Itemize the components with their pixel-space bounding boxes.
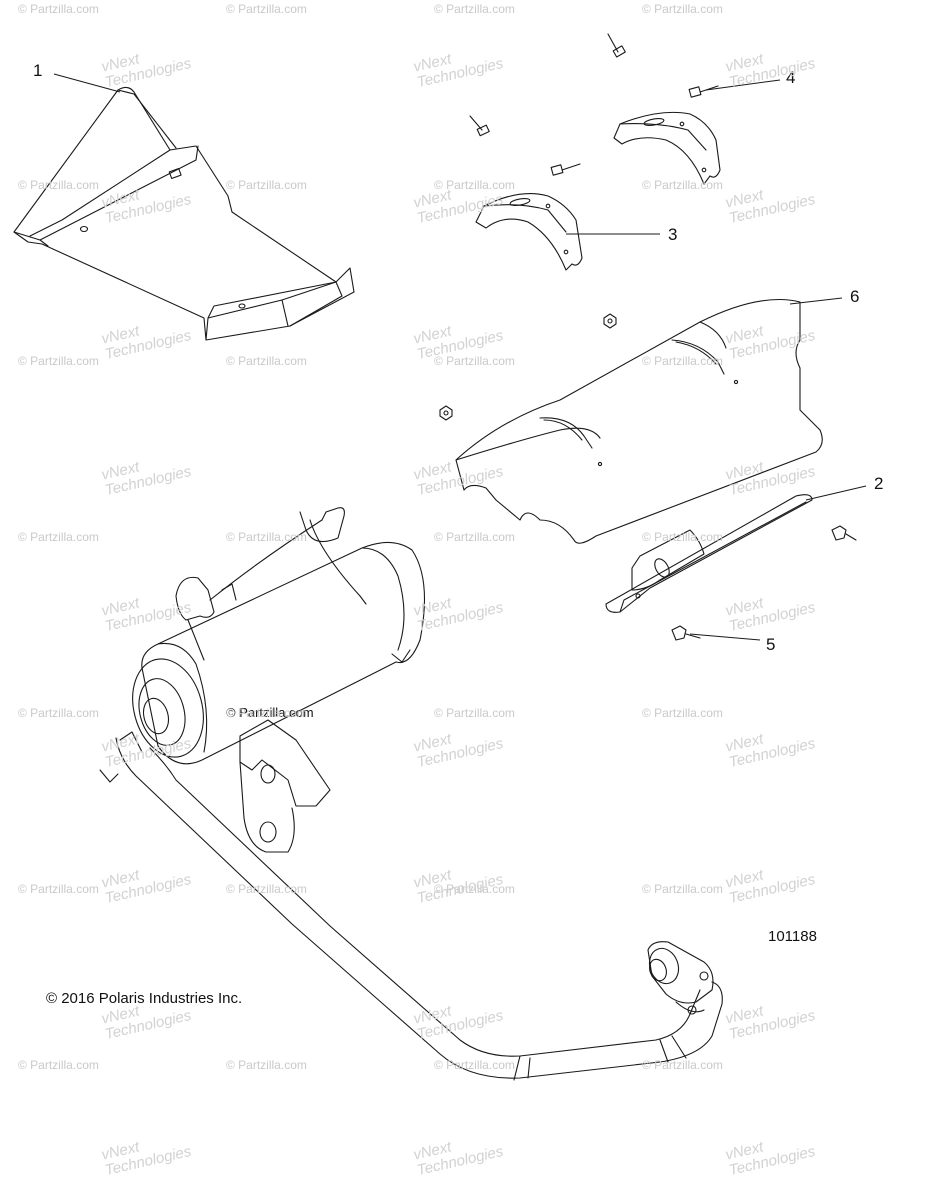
callout-1: 1 [33,61,43,80]
callout-4: 4 [786,68,796,87]
callout-6: 6 [850,287,860,306]
callout-2: 2 [874,474,884,493]
part-1-deflector-shield [13,86,355,341]
copyright-notice: © 2016 Polaris Industries Inc. [46,990,243,1007]
part-6-large-heat-shield [455,298,823,544]
callout-5: 5 [766,635,776,654]
exhaust-pipe [99,737,723,1081]
part-3-small-shield-upper [613,111,721,185]
part-3-small-shield-center [475,193,583,271]
muffler-assembly [119,507,426,853]
part-2-bracket [605,494,813,613]
figure-number: 101188 [768,928,817,945]
partzilla-center-mark: © Partzilla.com [226,705,314,720]
callout-3: 3 [668,225,678,244]
part-5-bolts [671,525,857,641]
part-nuts [439,313,617,421]
part-4-screws [469,33,719,176]
